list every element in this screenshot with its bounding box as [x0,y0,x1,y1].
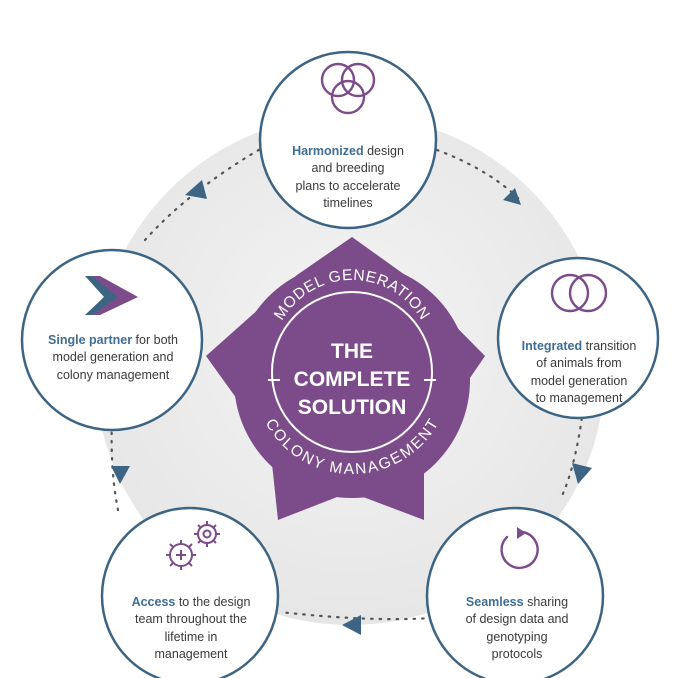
node-harmonized [258,50,438,230]
arrow-down-icon [572,463,592,484]
node-access-line1: to the design [175,595,251,609]
node-access-title: Access [131,595,176,609]
node-integrated-line2: of animals from [536,356,622,371]
badge-inner-ring [271,291,433,453]
arrow-up-icon [111,466,130,484]
center-title-line1: THE [331,340,373,363]
connector-arrows [111,180,592,635]
node-single-line2: model generation and [52,350,174,365]
node-access-line4: management [154,646,228,661]
node-integrated-line1: transition [582,339,637,353]
center-title-line2: COMPLETE [294,368,411,391]
node-seamless-line2: of design data and [465,612,569,627]
node-single-text: Single partner for both model generation… [30,332,196,384]
node-integrated-text: Integrated transition of animals from mo… [513,338,645,407]
node-integrated [496,256,660,420]
node-integrated-line4: to management [535,390,623,405]
node-access-line3: lifetime in [164,629,218,644]
node-harmonized-line1: design [363,144,404,158]
brand-arrow-icon [85,276,138,315]
center-badge: MODEL GENERATION COLONY MANAGEMENT THE C… [206,237,485,520]
node-harmonized-title: Harmonized [292,144,364,158]
node-seamless-text: Seamless sharing of design data and geno… [444,594,590,663]
node-integrated-title: Integrated [521,339,583,353]
node-access-line2: team throughout the [135,612,247,627]
node-harmonized-line4: timelines [323,195,373,210]
interlocked-rings-icon [550,273,608,313]
node-single [20,248,204,432]
node-single-line3: colony management [56,367,170,382]
node-harmonized-line3: plans to accelerate [295,178,401,193]
arrow-right-down-icon [503,188,521,205]
refresh-cycle-icon [500,527,539,570]
arrow-up-right-icon [185,180,207,199]
node-seamless-line4: protocols [491,646,543,661]
node-seamless-line3: genotyping [486,629,548,644]
triple-circles-icon [320,62,376,115]
node-single-line1: for both [132,333,178,347]
node-seamless [425,506,605,678]
node-harmonized-text: Harmonized design and breeding plans to … [268,143,428,212]
node-seamless-line1: sharing [523,595,569,609]
node-access-text: Access to the design team throughout the… [118,594,264,663]
node-access [100,506,280,678]
arrow-left-icon [342,615,361,635]
gears-icon [166,521,220,570]
node-harmonized-line2: and breeding [311,161,385,176]
node-single-title: Single partner [48,333,133,347]
node-integrated-line3: model generation [530,373,628,388]
node-circles [20,50,660,678]
center-title-line3: SOLUTION [298,396,407,419]
node-seamless-title: Seamless [465,595,524,609]
